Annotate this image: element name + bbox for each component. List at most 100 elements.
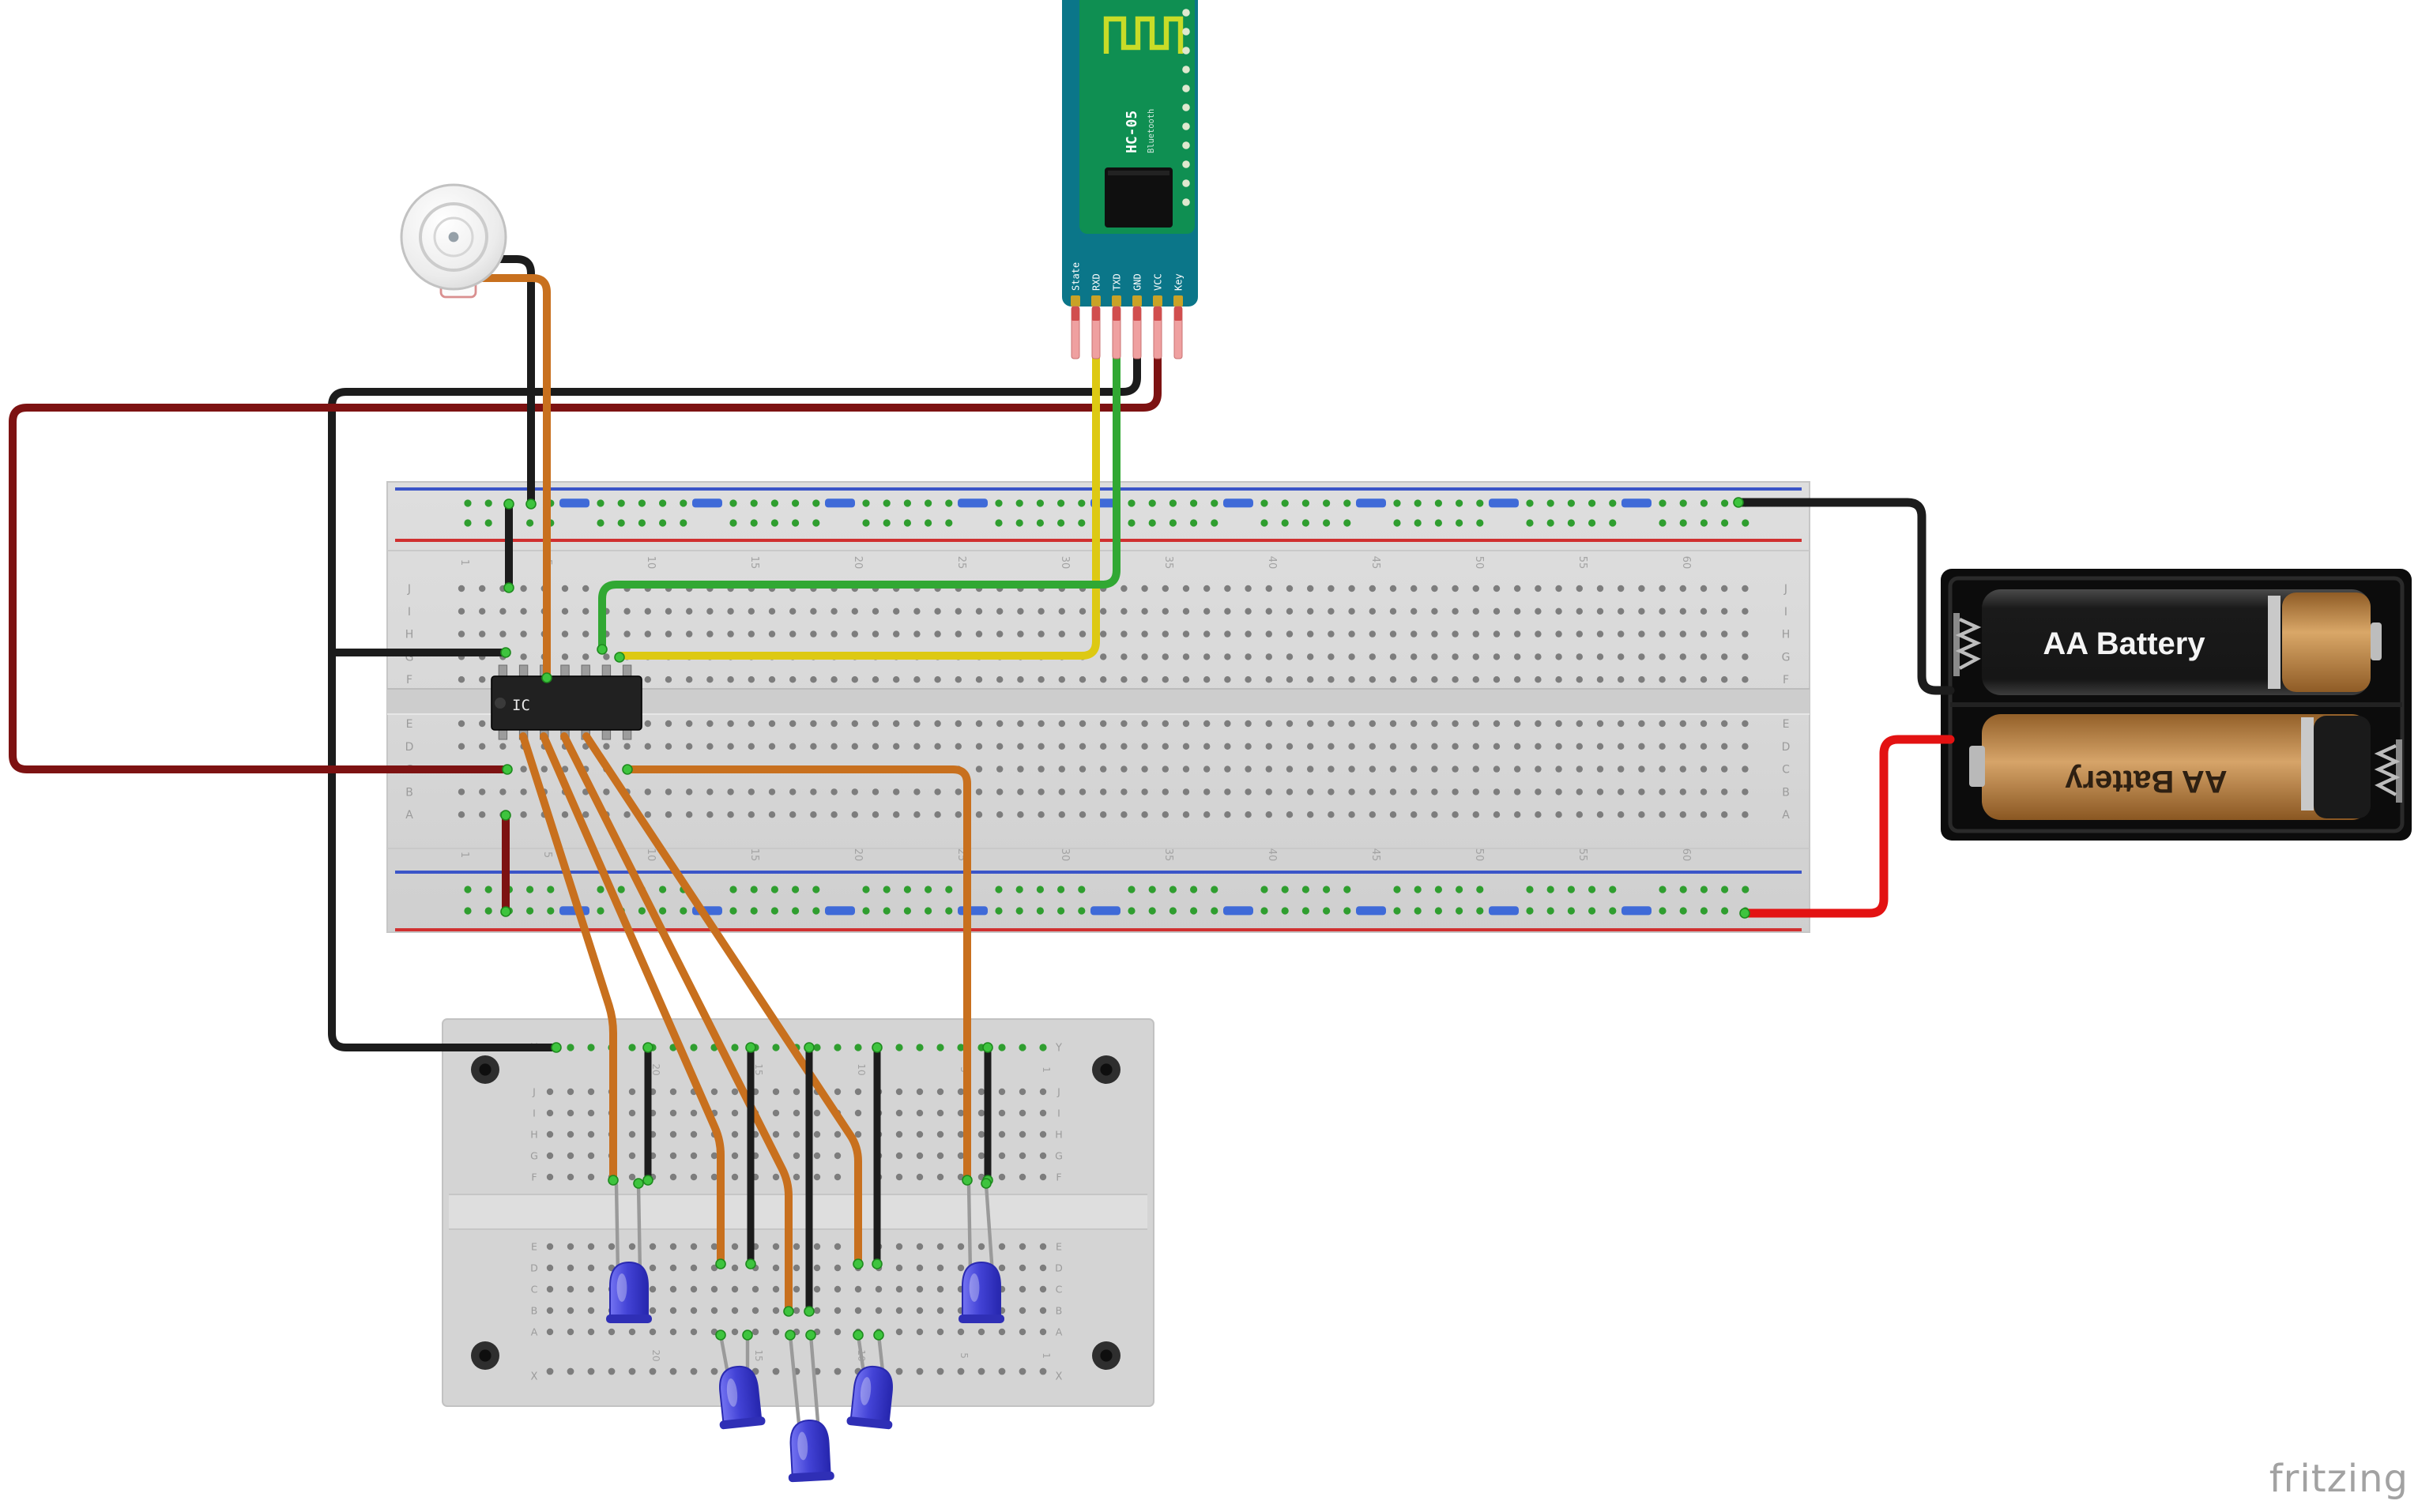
battery-spring xyxy=(2374,743,2401,796)
small-breadboard-column-number: 10 xyxy=(856,1063,867,1075)
small-breadboard-rail-label: Y xyxy=(1055,1043,1062,1055)
ic-chip[interactable]: IC xyxy=(491,664,642,740)
small-breadboard-row-letter: B xyxy=(1056,1305,1063,1317)
hc05-chip-shine xyxy=(1108,171,1169,175)
piezo-ring xyxy=(419,202,488,272)
leds-layer xyxy=(606,1261,1004,1483)
hc05-pin-label: RXD xyxy=(1091,273,1102,291)
lead-led1-b[interactable] xyxy=(636,1183,642,1276)
battery-aa-top[interactable]: AA Battery xyxy=(1953,589,2382,695)
wire-ic-led3-orange[interactable] xyxy=(560,732,793,1315)
main-breadboard-row-letter: E xyxy=(1783,718,1790,731)
hc05-antenna-trace xyxy=(1103,16,1184,54)
led-blue-5[interactable] xyxy=(846,1364,898,1430)
connection-dot xyxy=(785,1330,796,1341)
connection-dot xyxy=(805,1330,816,1341)
main-breadboard-column-number: 50 xyxy=(1473,848,1485,862)
small-breadboard-row-letter: B xyxy=(531,1305,538,1317)
lead-led2-b[interactable] xyxy=(984,1183,995,1276)
wire-ic-led2-orange[interactable] xyxy=(540,732,725,1268)
wire-hc05-rxd[interactable] xyxy=(616,353,1100,660)
led-blue-3[interactable] xyxy=(714,1364,766,1430)
small-breadboard-row-letter: F xyxy=(531,1172,537,1183)
connection-dot xyxy=(551,1042,562,1053)
main-breadboard-column-number: 45 xyxy=(1369,556,1381,570)
main-breadboard-row-letter: G xyxy=(405,651,414,664)
battery-holder[interactable]: AA Battery AA Battery xyxy=(1941,569,2412,841)
connection-dot xyxy=(1739,908,1750,919)
small-breadboard-row-letter: D xyxy=(530,1262,538,1274)
wire-ic-led5-orange[interactable] xyxy=(623,765,971,1184)
connection-dot xyxy=(503,582,514,593)
small-breadboard-column-number: 1 xyxy=(1041,1352,1052,1359)
connection-dot xyxy=(541,672,552,683)
main-breadboard-column-number: 60 xyxy=(1680,848,1692,862)
hc05-pin-label: GND xyxy=(1132,273,1143,291)
main-breadboard-row-letter: J xyxy=(1783,583,1787,596)
battery-aa-bottom[interactable]: AA Battery xyxy=(1969,714,2402,820)
wire-hc05-txd[interactable] xyxy=(598,353,1120,653)
led-blue-4[interactable] xyxy=(785,1420,834,1483)
connection-dots-layer xyxy=(500,497,1750,1341)
led-blue-1[interactable] xyxy=(606,1261,652,1323)
small-breadboard-column-number: 15 xyxy=(753,1063,764,1075)
small-breadboard-row-letter: G xyxy=(1055,1150,1063,1162)
wire-hc05-gnd-to-ground-rail[interactable] xyxy=(328,353,1141,1051)
wire-battery-negative[interactable] xyxy=(1734,498,1955,695)
connection-dot xyxy=(642,1175,653,1186)
main-breadboard-column-number: 10 xyxy=(645,556,657,570)
small-breadboard-column-number: 20 xyxy=(650,1349,661,1361)
main-breadboard-column-number: 15 xyxy=(748,556,760,570)
lead-led2-a[interactable] xyxy=(966,1183,973,1276)
connection-dot xyxy=(982,1042,993,1053)
ic-notch xyxy=(495,698,506,709)
main-breadboard-column-number: 10 xyxy=(645,848,657,862)
small-breadboard-center-groove xyxy=(449,1194,1147,1229)
small-breadboard-row-letter: A xyxy=(531,1326,538,1338)
small-breadboard-row-letter: C xyxy=(1056,1284,1063,1296)
wire-hc05-vcc[interactable] xyxy=(9,353,1162,773)
small-breadboard-rail-label: X xyxy=(1056,1371,1063,1383)
connection-dot xyxy=(783,1306,794,1317)
small-breadboard-row-letter: E xyxy=(1056,1241,1062,1253)
wire-ic-led4-orange[interactable] xyxy=(582,732,862,1268)
battery-body xyxy=(1982,714,2371,820)
small-breadboard-row-letter: A xyxy=(1056,1326,1063,1338)
battery-contact-plate xyxy=(2396,739,2402,803)
hc05-subtitle: Bluetooth xyxy=(1147,109,1156,153)
piezo-buzzer[interactable] xyxy=(400,183,507,299)
main-breadboard-column-number: 55 xyxy=(1576,848,1588,862)
small-breadboard-row-letter: J xyxy=(1056,1086,1060,1098)
battery-ring xyxy=(2301,717,2314,811)
main-breadboard-row-letter: F xyxy=(1783,674,1789,686)
piezo-ring xyxy=(433,216,474,258)
piezo-center-hole xyxy=(448,231,459,243)
connection-dot xyxy=(500,810,511,821)
connection-dot xyxy=(614,652,625,663)
wire-piezo-black[interactable] xyxy=(464,255,535,508)
main-breadboard-column-number: 15 xyxy=(748,848,760,862)
connection-dot xyxy=(872,1042,883,1053)
connection-dot xyxy=(1733,497,1744,508)
main-breadboard-row-letter: E xyxy=(406,718,413,731)
wire-piezo-orange[interactable] xyxy=(464,274,551,682)
ic-label: IC xyxy=(512,697,530,714)
small-breadboard-column-number: 20 xyxy=(650,1063,661,1075)
main-breadboard-row-letter: B xyxy=(405,786,413,799)
hc05-castellated-pads xyxy=(1182,9,1190,206)
led-blue-2[interactable] xyxy=(959,1261,1004,1323)
main-breadboard-column-number: 1 xyxy=(458,852,470,858)
ic-body xyxy=(491,675,642,731)
main-breadboard-row-letter: H xyxy=(1782,629,1791,641)
lead-led4-b[interactable] xyxy=(808,1333,821,1434)
hc05-pin-label: TXD xyxy=(1112,273,1123,291)
wire-battery-positive[interactable] xyxy=(1740,735,1955,918)
main-breadboard-column-number: 25 xyxy=(955,556,967,570)
main-breadboard-column-number: 35 xyxy=(1162,556,1174,570)
lead-led1-a[interactable] xyxy=(614,1183,620,1276)
lead-led4-a[interactable] xyxy=(788,1333,802,1434)
hc05-pin-label: Key xyxy=(1173,273,1185,291)
wire-ic-led1-orange[interactable] xyxy=(519,732,617,1184)
